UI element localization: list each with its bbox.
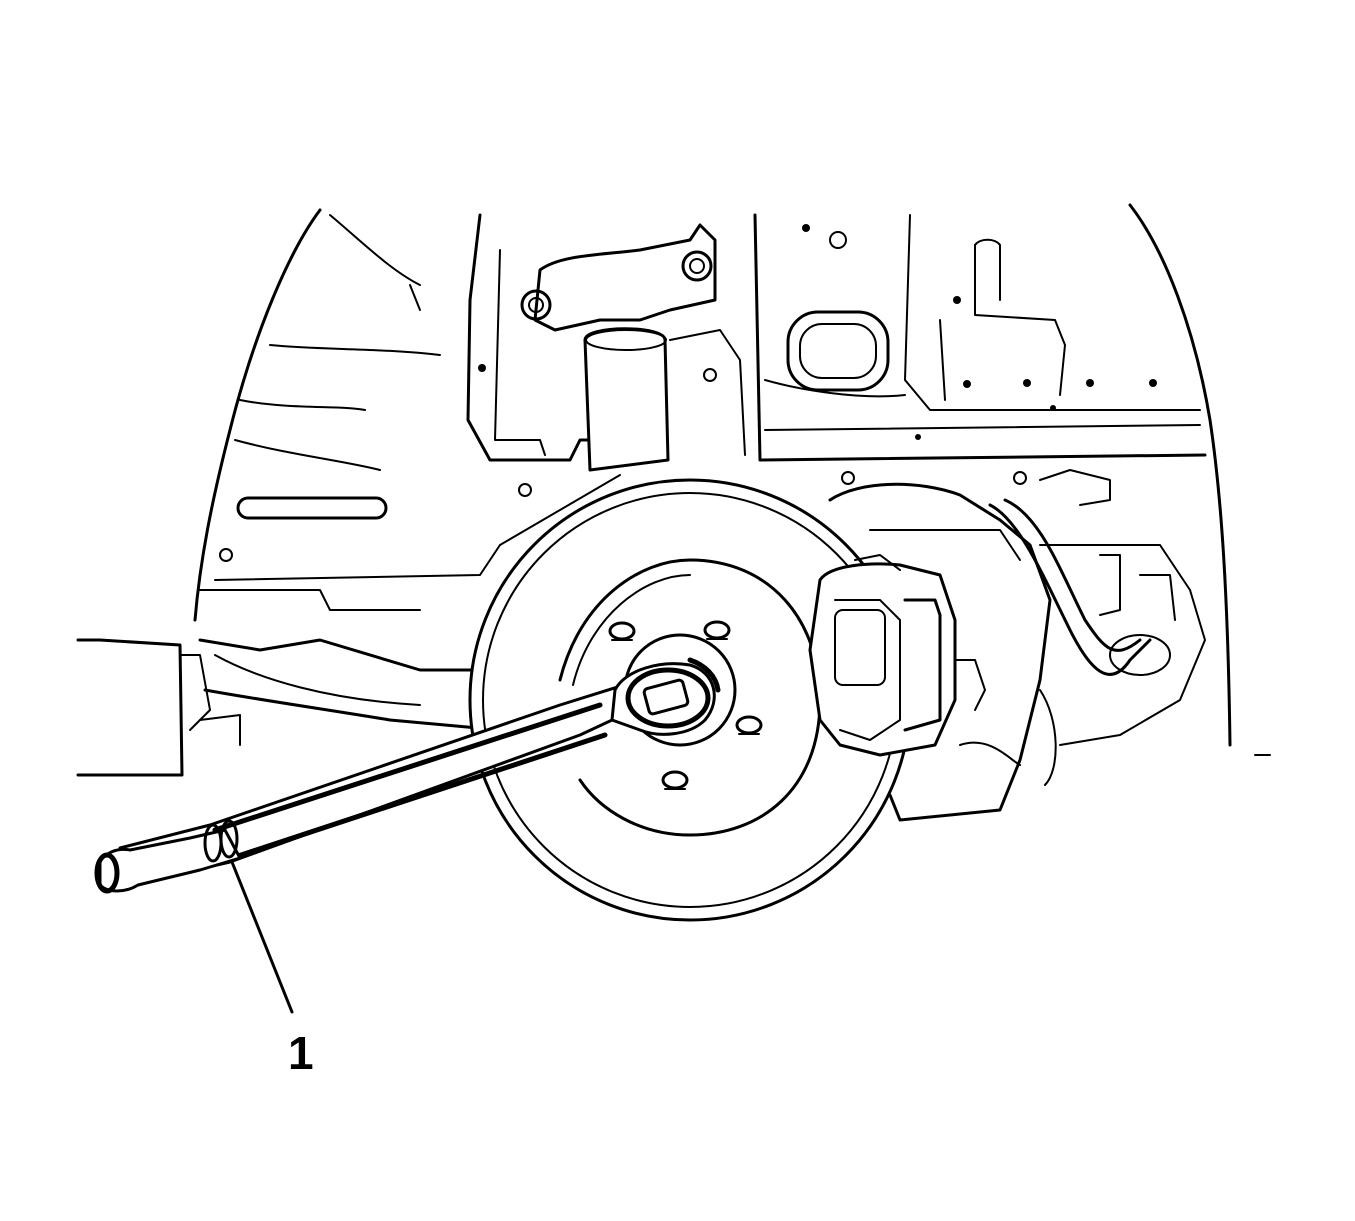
wheelhouse-outline [193,203,1271,756]
callout-label-1: 1 [288,1027,314,1079]
callout-leader-line [230,860,294,1014]
brake-caliper [808,554,957,757]
frame-panels [199,213,1207,611]
knuckle-and-hoses [828,469,1206,822]
strut-assembly [520,223,746,472]
torque-wrench [94,657,721,894]
lower-control-arm [76,638,502,777]
